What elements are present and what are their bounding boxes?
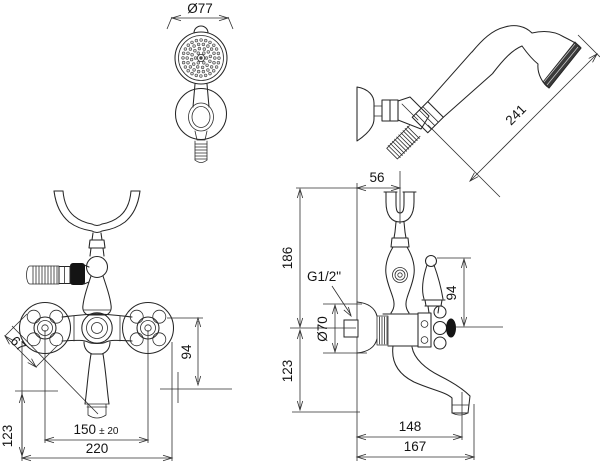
shower-handle [192,83,210,108]
bracket-nut [381,99,399,122]
dim-wall-to-axis: 56 [296,170,401,192]
head-top-knob [193,25,209,34]
cross-handle-side[interactable] [432,305,457,350]
cradle-fork [53,190,141,249]
side-spout [392,345,471,416]
front-hose-connection [26,263,90,285]
thread-label: G1/2" [307,269,341,284]
mixer-side-view: 56 [280,170,503,461]
side-fork [383,191,417,248]
dim-side-heights: 186 123 [280,188,360,413]
front-column [82,247,112,316]
center-hub-outer [81,312,113,344]
holder-cup-line [401,103,419,121]
hose-grip-black [70,263,85,285]
hose-ribbed-diagonal [386,125,421,160]
dim-handle-diameter: 67 [2,313,99,415]
holder-cup [397,96,430,130]
handle-knob-front-lobe [446,318,456,338]
handshower-side-view: 241 [356,25,600,198]
thread-stub [343,319,359,338]
head-center-dot [199,56,203,60]
dim-front-94: 94 [160,317,232,403]
dim-shower-length: 241 [427,34,600,198]
spray-nozzles [181,38,221,78]
dim-label-side-94: 94 [444,285,459,301]
dim-label-186: 186 [280,247,295,270]
mixer-front-view: 67 94 150± 20 220 [0,190,232,462]
hose-coil [26,265,60,285]
dim-hole-spacing: 150± 20 [44,330,149,444]
dim-outlet-reach: 148 [356,392,463,441]
dim-lever-height: 94 [437,257,503,328]
head-face-hatch-lines [543,43,579,86]
center-hub-mid [86,317,108,339]
shower-neck [471,26,523,74]
dim-label-150: 150± 20 [74,422,119,437]
wall-bracket-bell [356,86,375,142]
center-hub-inner [91,322,103,334]
wall-bracket-plate [174,87,228,141]
head-face-hatch [542,41,582,89]
dim-label-67: 67 [8,333,29,354]
dim-overall-width: 220 [21,342,173,462]
dim-shower-diameter: Ø77 [166,1,234,30]
front-body [61,312,133,345]
side-column [382,246,418,315]
shower-axis-group [386,51,494,160]
dim-label-167: 167 [404,439,427,454]
hose-cone [194,130,208,141]
dim-label-d77: Ø77 [187,1,213,16]
hose-ribbed [194,140,208,163]
head-center-ring [196,54,205,63]
knurled-ring [376,315,389,346]
dim-label-241: 241 [503,102,530,129]
handle-cone [427,51,494,118]
thread-callout: G1/2" [307,269,354,318]
shower-head-face [178,35,224,81]
bracket-neck [373,105,383,117]
shower-head-rim [174,31,228,85]
handshower-front-view: Ø77 [166,1,234,163]
dim-label-148: 148 [399,419,422,434]
dim-label-side-123: 123 [280,360,295,383]
dim-label-220: 220 [86,441,109,456]
dim-overall-reach: 167 [356,404,475,461]
holder-ring-outer [188,102,214,132]
dim-front-123: 123 [0,390,58,457]
side-body [387,312,432,348]
dim-label-front-94: 94 [179,344,194,360]
dim-label-d70: Ø70 [315,316,330,342]
dim-label-front-123: 123 [0,425,15,448]
diverter-lever[interactable] [421,254,446,314]
dim-flange-diameter: Ø70 [315,303,367,354]
holder-ring-inner [191,106,211,128]
wall-flange [343,301,389,354]
dim-label-56: 56 [369,170,384,185]
front-spout [83,341,111,419]
